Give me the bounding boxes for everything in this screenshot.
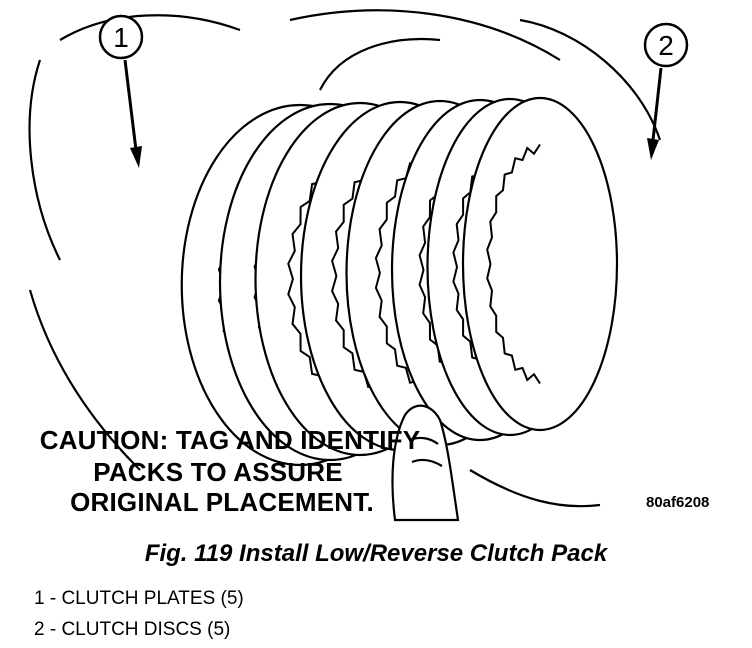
housing-arc: [319, 38, 441, 91]
housing-arc: [519, 18, 662, 141]
callout-label-1: 1: [113, 22, 129, 53]
arrowhead-2: [647, 138, 659, 160]
housing-arc: [28, 59, 61, 261]
housing-arc: [289, 9, 561, 61]
clutch-plates-group: [180, 96, 619, 467]
callout-circle-1: [98, 14, 144, 60]
housing-arc: [28, 289, 141, 471]
figure-reference-code: 80af6208: [646, 494, 710, 511]
arrowhead-1: [130, 146, 142, 168]
caution-line-1: CAUTION: TAG AND IDENTIFY: [39, 425, 421, 455]
legend-item-clutch-discs: 2 - CLUTCH DISCS (5): [34, 619, 231, 640]
callout-arrow-2: [651, 67, 663, 141]
caution-line-2: PACKS TO ASSURE: [93, 457, 343, 487]
housing-arc: [59, 14, 241, 41]
callout-arrow-1: [123, 59, 138, 151]
caution-line-3: ORIGINAL PLACEMENT.: [70, 487, 374, 517]
callout-label-2: 2: [658, 30, 674, 61]
housing-arc: [469, 469, 601, 508]
legend-item-clutch-plates: 1 - CLUTCH PLATES (5): [34, 588, 244, 609]
clutch-pack-illustration: 1 2: [28, 9, 689, 522]
clutch-ring: [461, 96, 619, 432]
clutch-ring-spline: [486, 143, 541, 385]
figure-caption: Fig. 119 Install Low/Reverse Clutch Pack: [144, 540, 608, 567]
callout-circle-2: [643, 22, 689, 68]
hand-drawing: [391, 404, 460, 522]
